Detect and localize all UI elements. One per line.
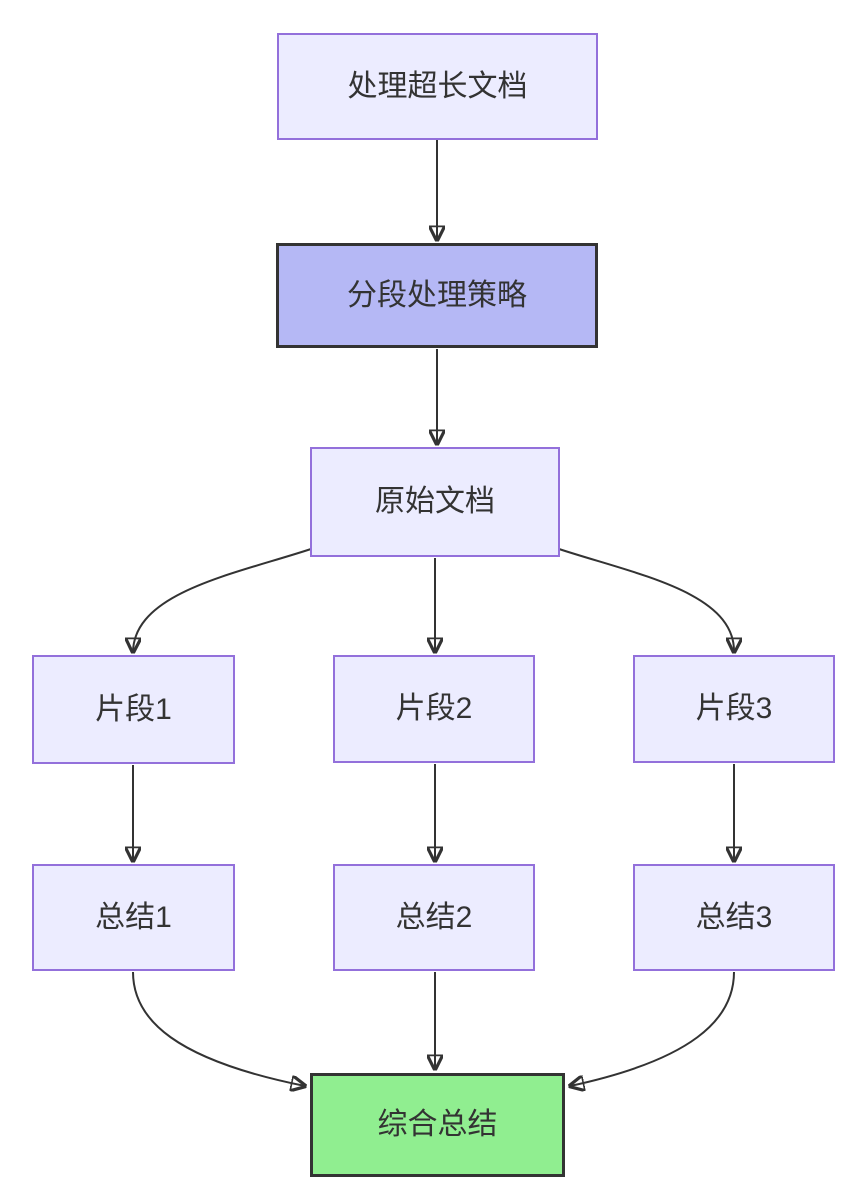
node-label: 原始文档 bbox=[375, 485, 495, 518]
edge-original-to-fragment-3 bbox=[558, 548, 734, 652]
node-summary-2: 总结2 bbox=[333, 864, 535, 971]
node-label: 分段处理策略 bbox=[347, 278, 527, 312]
node-label: 总结1 bbox=[95, 900, 172, 934]
node-segmentation-strategy: 分段处理策略 bbox=[276, 243, 598, 348]
node-label: 片段1 bbox=[95, 692, 172, 726]
edge-original-to-fragment-1 bbox=[133, 548, 312, 652]
node-summary-1: 总结1 bbox=[32, 864, 235, 971]
node-label: 处理超长文档 bbox=[347, 69, 528, 103]
node-fragment-3: 片段3 bbox=[633, 655, 835, 763]
node-fragment-1: 片段1 bbox=[32, 655, 235, 764]
edge-summary-1-to-final bbox=[132, 971, 305, 1086]
node-label: 片段3 bbox=[695, 692, 773, 725]
node-label: 片段2 bbox=[395, 692, 473, 725]
node-fragment-2: 片段2 bbox=[333, 655, 535, 763]
node-final-summary: 综合总结 bbox=[310, 1073, 565, 1177]
node-original-document: 原始文档 bbox=[310, 447, 560, 557]
node-summary-3: 总结3 bbox=[633, 864, 835, 971]
edge-summary-3-to-final bbox=[570, 971, 735, 1086]
node-label: 总结2 bbox=[395, 900, 473, 934]
node-label: 综合总结 bbox=[377, 1108, 498, 1141]
node-process-long-document: 处理超长文档 bbox=[277, 33, 598, 140]
node-label: 总结3 bbox=[695, 900, 773, 934]
